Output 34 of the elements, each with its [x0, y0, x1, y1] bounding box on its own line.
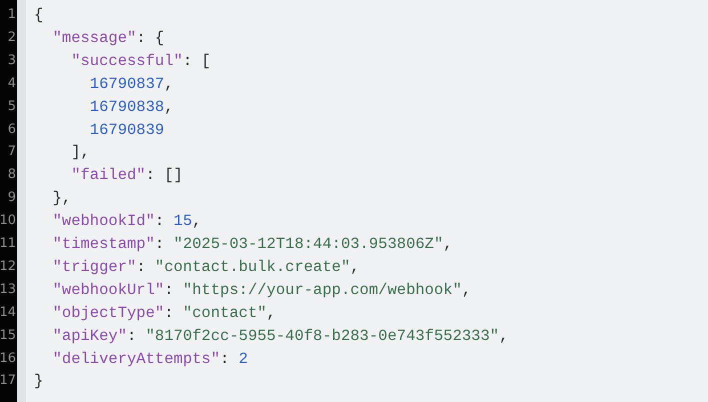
line-number: 12 — [0, 258, 16, 276]
line-number: 13 — [0, 280, 16, 299]
line-number: 2 — [6, 28, 16, 47]
code-line: 16790839 — [90, 120, 164, 140]
code-line: "webhookId": 15, — [52, 211, 202, 232]
line-number: 10 — [0, 212, 16, 230]
code-line: "trigger": "contact.bulk.create", — [52, 256, 360, 277]
code-line: "successful": [ — [71, 50, 211, 71]
line-number: 11 — [0, 235, 16, 253]
line-number: 1 — [6, 6, 16, 24]
line-number: 5 — [6, 98, 16, 116]
code-line: "failed": [] — [71, 165, 183, 186]
line-number: 14 — [0, 304, 16, 322]
code-line: ], — [71, 142, 90, 162]
line-number: 9 — [6, 189, 16, 208]
line-number: 8 — [6, 166, 16, 184]
line-number: 6 — [6, 120, 16, 138]
line-number: 4 — [6, 74, 16, 93]
code-line: "webhookUrl": "https://your-app.com/webhook", — [52, 280, 472, 300]
code-line: 16790837, — [90, 74, 174, 94]
line-number: 15 — [0, 326, 16, 345]
line-number: 3 — [6, 52, 16, 70]
code-line: "message": { — [52, 28, 164, 48]
code-line: "timestamp": "2025-03-12T18:44:03.953806Z", — [52, 234, 453, 254]
code-line: }, — [52, 188, 72, 208]
line-number: 16 — [0, 350, 16, 368]
code-line: "objectType": "contact", — [52, 302, 276, 323]
code-line: "apiKey": "8170f2cc-5955-40f8-b283-0e743f552333", — [52, 326, 508, 346]
code-line: 16790838, — [90, 96, 174, 117]
code-line: "deliveryAttempts": 2 — [52, 348, 248, 368]
code-line: } — [34, 371, 44, 392]
line-number: 17 — [0, 372, 16, 390]
line-number: 7 — [6, 143, 16, 162]
code-line: { — [34, 5, 44, 25]
